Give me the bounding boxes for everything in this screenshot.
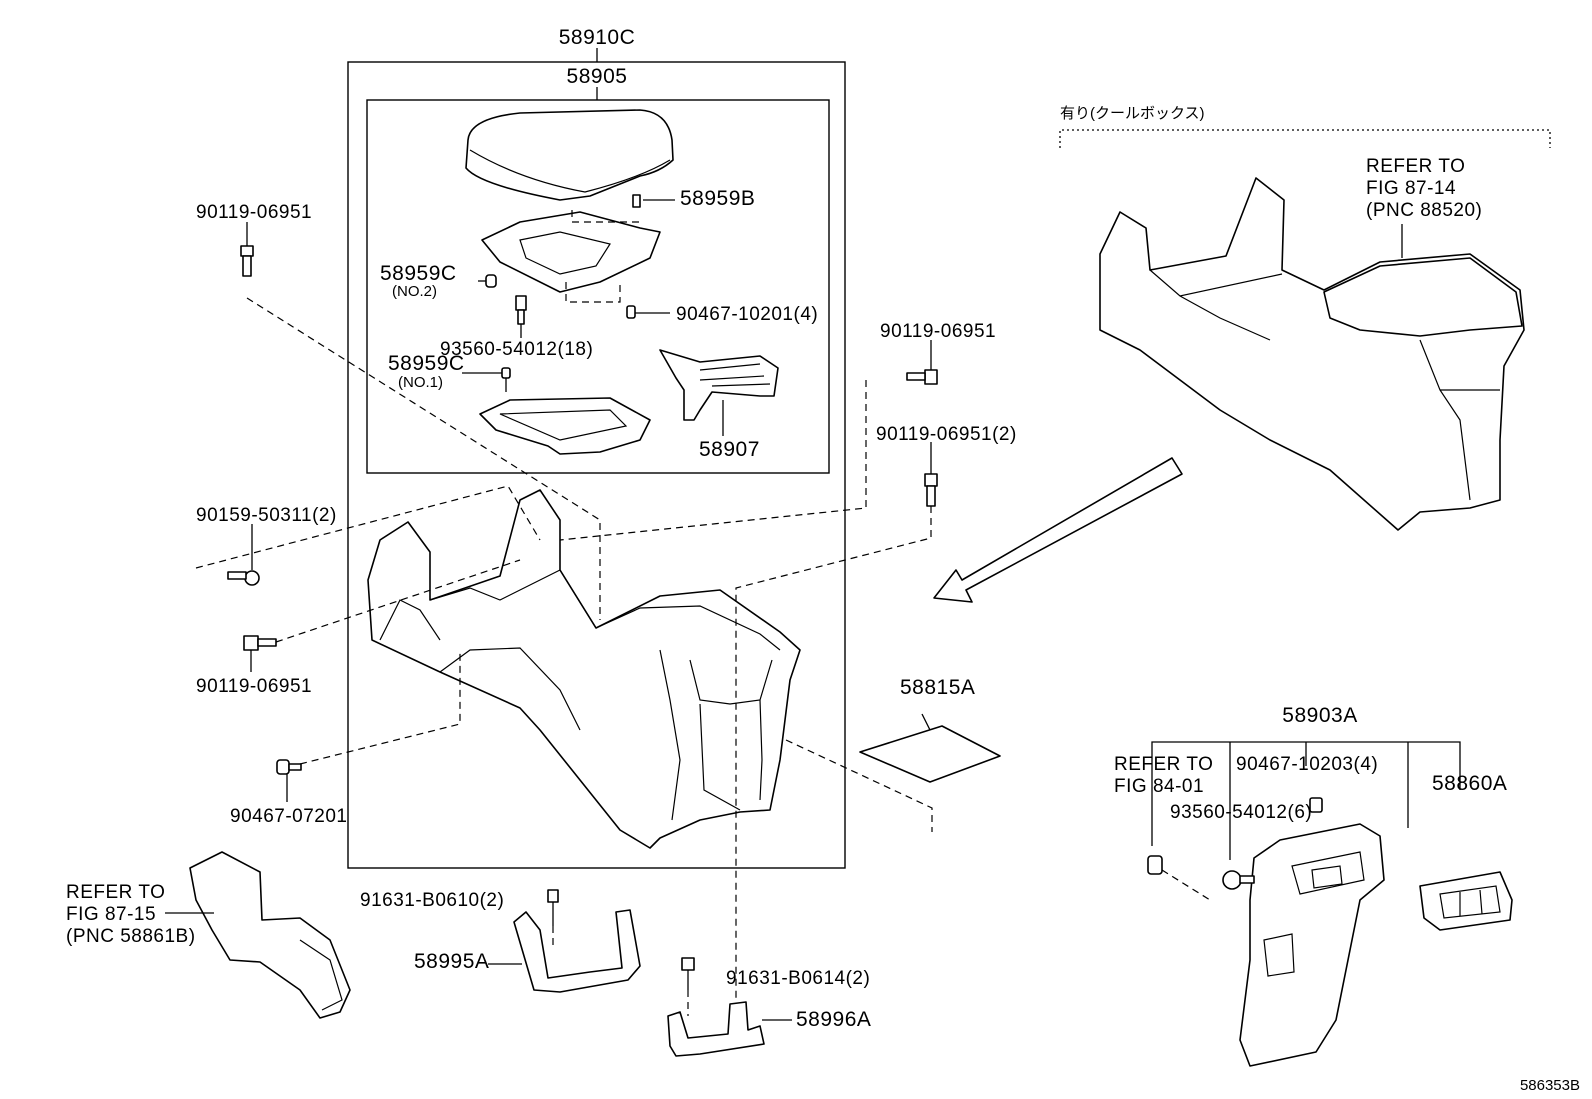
label-90119-06951-c: 90119-06951	[196, 676, 312, 697]
screw-93560-54012-6	[1222, 870, 1255, 890]
vent-58860A	[1419, 871, 1513, 931]
label-variant-cool-box: 有り(クールボックス)	[1060, 105, 1205, 122]
label-58903A: 58903A	[1282, 704, 1357, 727]
tray	[479, 397, 651, 455]
bolt-90119-06951-c	[243, 635, 277, 672]
clip-90467-10201	[626, 305, 670, 319]
bolt-90159-50311	[227, 524, 260, 586]
label-refer-87-14-line1: REFER TO	[1366, 156, 1465, 177]
clip-58959C-no1	[462, 367, 511, 392]
label-90119-06951-a: 90119-06951	[196, 202, 312, 223]
label-no1: (NO.1)	[398, 374, 443, 391]
screw-93560-54012	[515, 295, 527, 338]
label-refer-84-01-line2: FIG 84-01	[1114, 776, 1204, 797]
label-90119-06951-2: 90119-06951(2)	[876, 424, 1017, 445]
label-refer-87-14-line3: (PNC 88520)	[1366, 200, 1482, 221]
armrest-lid	[465, 109, 674, 201]
mat-58815A	[859, 713, 1001, 783]
label-58815A: 58815A	[900, 676, 975, 699]
label-58907: 58907	[699, 438, 760, 461]
lid-hinge-plate	[481, 210, 661, 303]
figure-id: 586353B	[1520, 1077, 1580, 1094]
label-refer-84-01-line1: REFER TO	[1114, 754, 1213, 775]
label-refer-87-15-line2: FIG 87-15	[66, 904, 156, 925]
label-90119-06951-b: 90119-06951	[880, 321, 996, 342]
label-90467-10203: 90467-10203(4)	[1236, 754, 1378, 775]
label-58959C-no2: 58959C	[380, 262, 457, 285]
label-no2: (NO.2)	[392, 283, 437, 300]
bolt-90119-06951-b	[906, 340, 938, 385]
air-duct	[165, 851, 351, 1019]
label-90159-50311: 90159-50311(2)	[196, 505, 337, 526]
label-91631-B0610: 91631-B0610(2)	[360, 890, 504, 911]
clip-refer-fig-84-01	[1147, 855, 1163, 875]
label-90467-07201: 90467-07201	[230, 806, 348, 827]
clip-90467-07201	[276, 759, 302, 802]
clip-90467-10203	[1309, 797, 1323, 813]
clip-58959C-no2	[478, 274, 497, 288]
bolt-90119-06951-2	[924, 442, 938, 507]
label-93560-54012-6: 93560-54012(6)	[1170, 802, 1312, 823]
label-90467-10201: 90467-10201(4)	[676, 304, 818, 325]
assembly-box-58905	[366, 99, 830, 474]
console-with-cool-box	[1099, 177, 1525, 531]
bracket-58996A	[667, 957, 792, 1057]
bracket-58995A	[488, 889, 641, 993]
label-91631-B0614: 91631-B0614(2)	[726, 968, 870, 989]
large-direction-arrow-icon	[933, 457, 1183, 603]
label-refer-87-15-line3: (PNC 58861B)	[66, 926, 196, 947]
bolt-90119-06951-a	[240, 222, 254, 277]
label-refer-87-15-line1: REFER TO	[66, 882, 165, 903]
console-body	[367, 489, 801, 849]
label-58996A: 58996A	[796, 1008, 871, 1031]
label-58959B: 58959B	[680, 187, 755, 210]
label-58860A: 58860A	[1432, 772, 1507, 795]
label-93560-54012-18: 93560-54012(18)	[440, 339, 593, 360]
rear-panel	[1239, 823, 1385, 1067]
label-58959C-no1: 58959C	[388, 352, 465, 375]
label-58910C: 58910C	[559, 26, 636, 49]
label-58905: 58905	[567, 65, 628, 88]
label-refer-87-14-line2: FIG 87-14	[1366, 178, 1456, 199]
label-58995A: 58995A	[414, 950, 489, 973]
hinge-mechanism-58907	[659, 349, 779, 436]
